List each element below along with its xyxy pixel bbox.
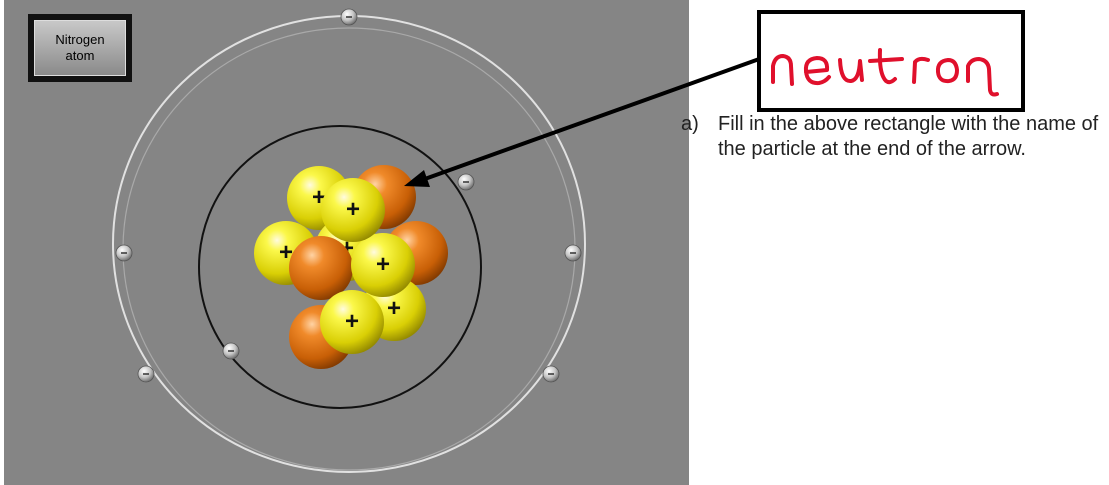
electron [564,244,582,262]
answer-box[interactable]: neutron [757,10,1025,112]
atom-diagram: +++++++ Nitrogen atom [4,0,689,485]
title-label-box: Nitrogen atom [28,14,132,82]
svg-text:+: + [279,239,293,266]
handwritten-answer [771,48,999,97]
svg-text:+: + [376,251,390,278]
question-text: Fill in the above rectangle with the nam… [718,113,1099,160]
inner-orbit [198,125,482,409]
electron [340,8,358,26]
electron [542,365,560,383]
neutron [289,236,353,300]
question: a) Fill in the above rectangle with the … [681,112,1101,162]
electron [115,244,133,262]
electron [137,365,155,383]
proton: + [351,233,415,297]
question-marker: a) [681,113,699,135]
proton: + [321,178,385,242]
title-label: Nitrogen atom [34,20,126,76]
svg-text:+: + [387,295,401,322]
atom-illustration: +++++++ [112,8,586,473]
svg-text:+: + [346,196,360,223]
electron [457,173,475,191]
svg-text:+: + [345,308,359,335]
nucleus: +++++++ [254,165,448,369]
proton: + [320,290,384,354]
electron [222,342,240,360]
